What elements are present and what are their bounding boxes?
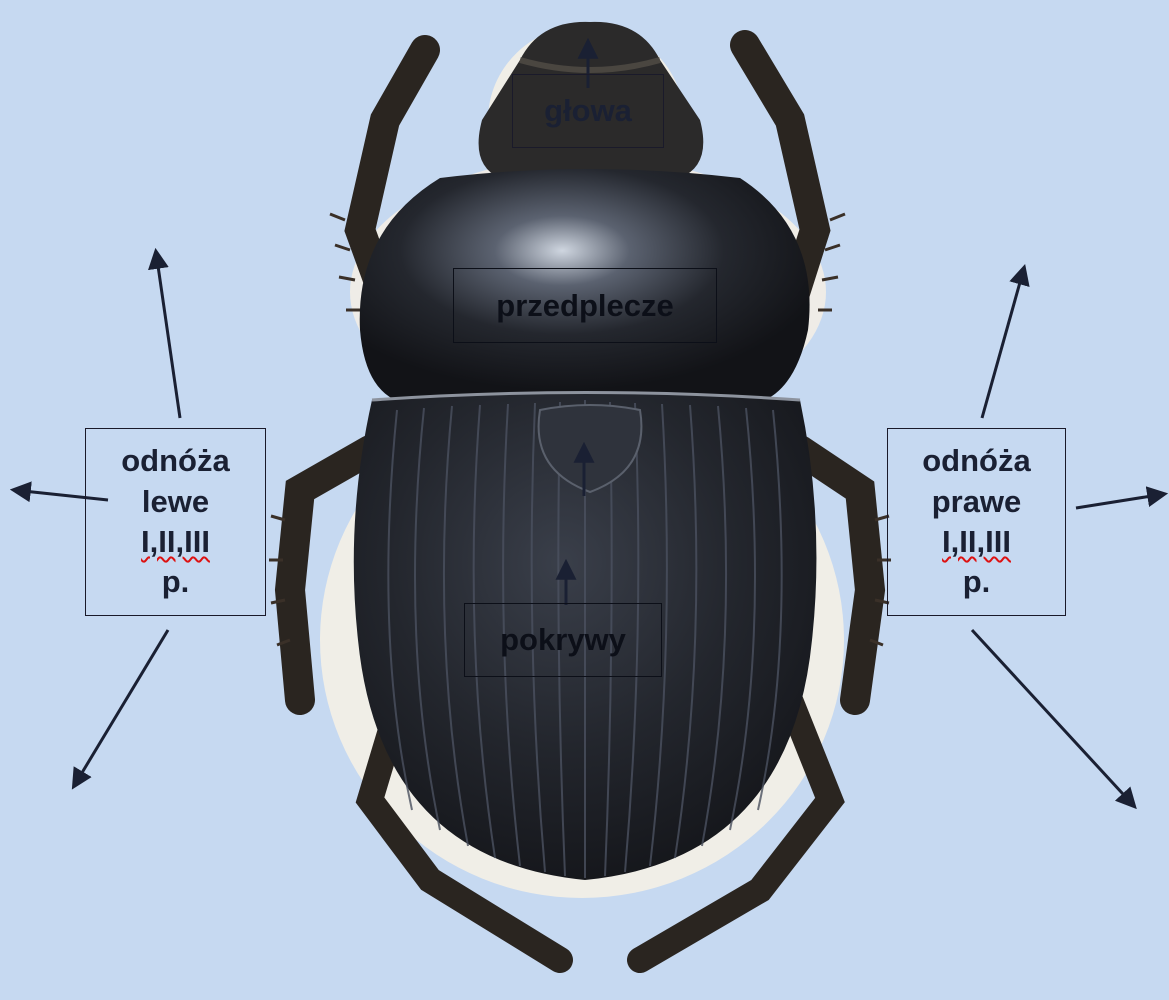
arrow-left-up bbox=[156, 252, 180, 418]
arrow-right-side bbox=[1076, 494, 1164, 508]
left-legs-line1: odnóża bbox=[121, 441, 230, 481]
left-legs-label: odnóża lewe I,II,III p. bbox=[85, 428, 266, 616]
arrow-right-down bbox=[972, 630, 1134, 806]
right-legs-line2: prawe bbox=[932, 482, 1022, 522]
right-legs-pair-numbers: I,II,III bbox=[942, 522, 1011, 562]
right-legs-line3: I,II,III p. bbox=[942, 522, 1011, 603]
arrow-right-up bbox=[982, 268, 1024, 418]
left-legs-pair-numbers: I,II,III bbox=[141, 522, 210, 562]
left-legs-suffix: p. bbox=[141, 562, 210, 602]
elytra-label-text: pokrywy bbox=[500, 622, 626, 658]
right-legs-line1: odnóża bbox=[922, 441, 1031, 481]
pronotum-label: przedplecze bbox=[453, 268, 717, 343]
left-legs-line2: lewe bbox=[142, 482, 209, 522]
head-label-text: głowa bbox=[544, 93, 632, 129]
right-legs-suffix: p. bbox=[942, 562, 1011, 602]
pronotum-label-text: przedplecze bbox=[496, 288, 673, 324]
elytra-label: pokrywy bbox=[464, 603, 662, 677]
head-label: głowa bbox=[512, 74, 664, 148]
arrow-left-down bbox=[74, 630, 168, 786]
right-legs-label: odnóża prawe I,II,III p. bbox=[887, 428, 1066, 616]
left-legs-line3: I,II,III p. bbox=[141, 522, 210, 603]
